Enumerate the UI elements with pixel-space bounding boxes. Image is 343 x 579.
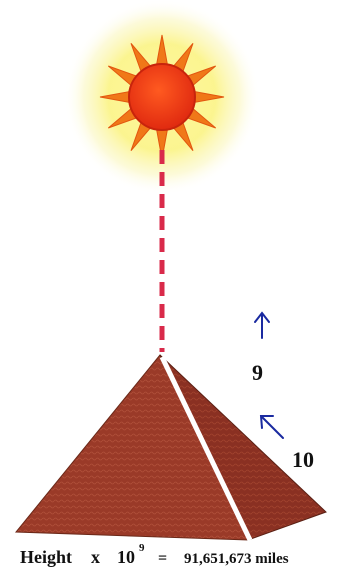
caption-height-word: Height <box>20 547 72 567</box>
caption-exponent: 9 <box>139 542 145 554</box>
caption-base: 10 <box>117 547 135 567</box>
up-arrow-icon <box>255 313 269 338</box>
caption-equals: = <box>158 550 167 567</box>
caption: Height x 10 9 = 91,651,673 miles <box>20 542 289 567</box>
pyramid <box>16 355 326 540</box>
up-left-arrow-icon <box>261 416 283 438</box>
caption-result: 91,651,673 miles <box>184 551 289 567</box>
caption-times-sign: x <box>91 547 100 567</box>
sun-icon <box>64 0 260 195</box>
label-10: 10 <box>292 447 314 472</box>
label-9: 9 <box>252 360 263 385</box>
